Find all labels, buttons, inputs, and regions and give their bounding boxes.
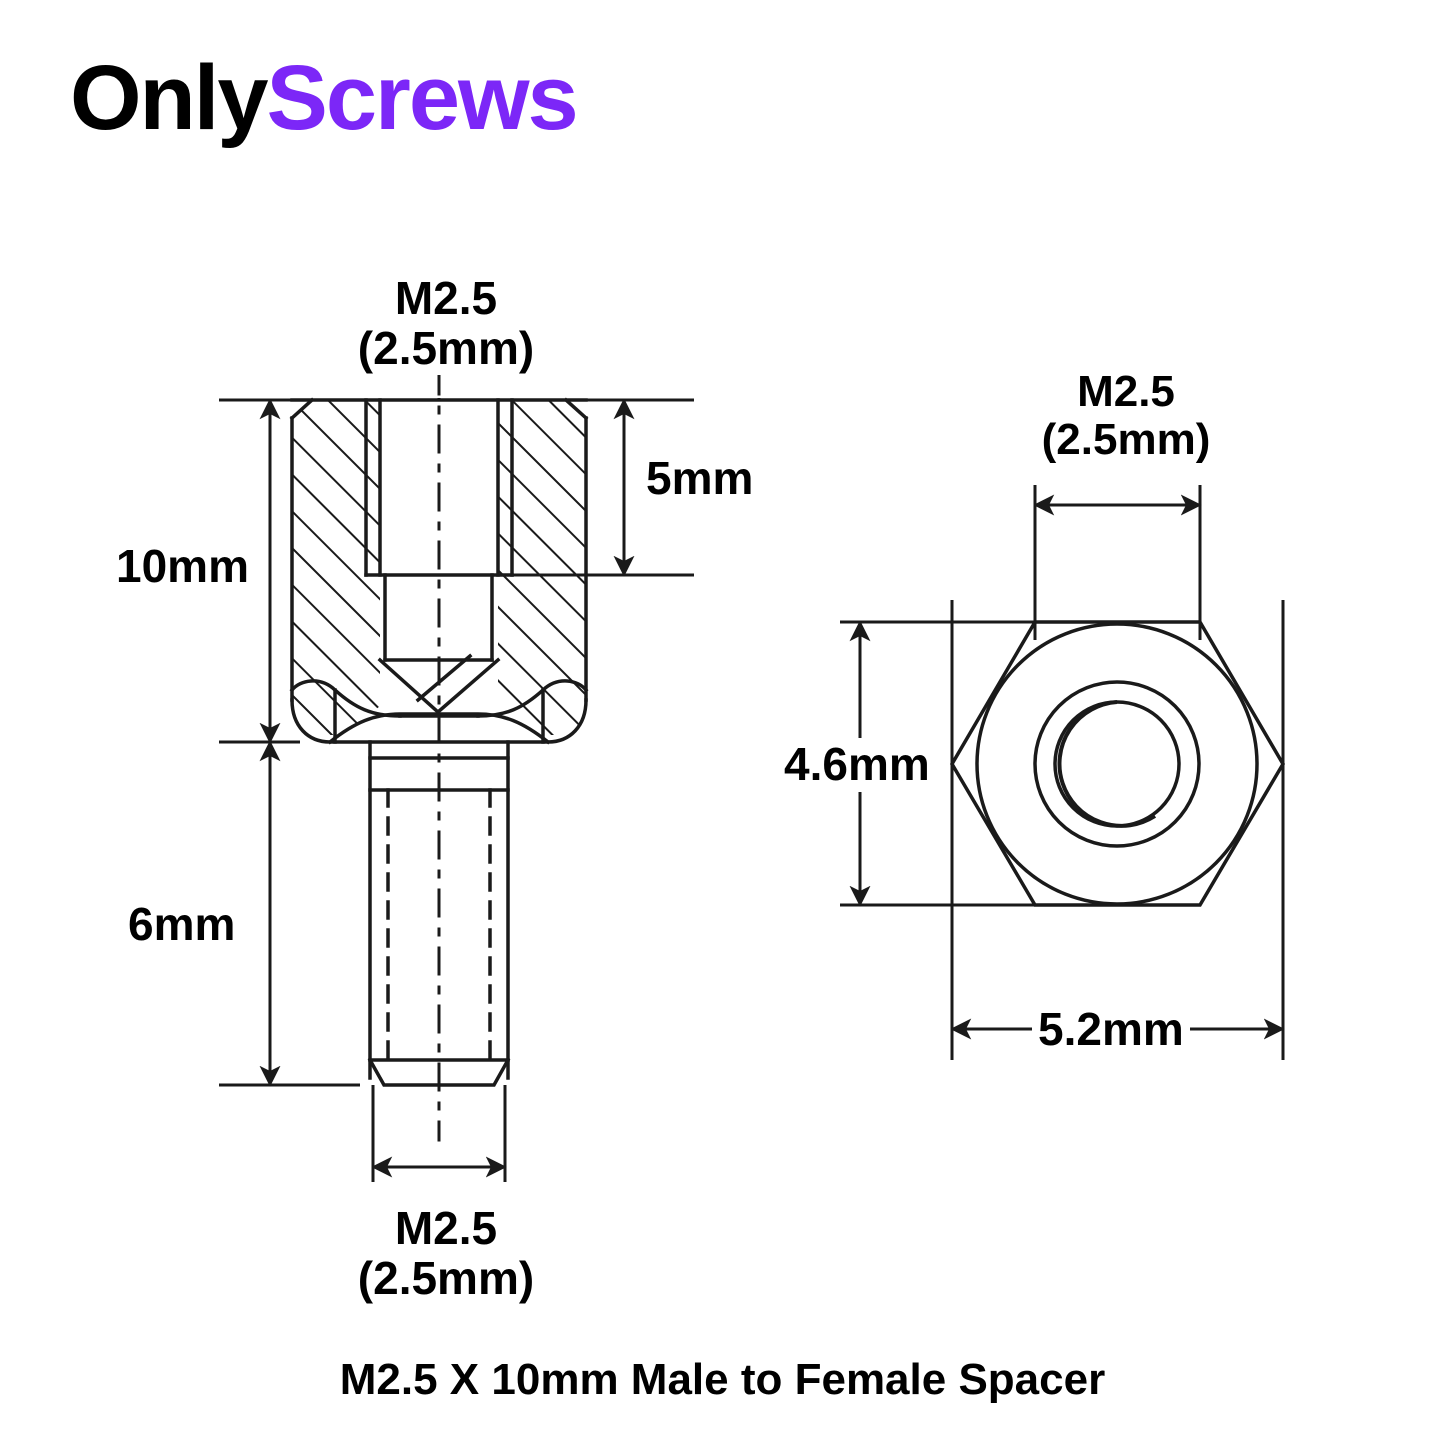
section-hatch-right [498,400,586,735]
label-across-corners: 5.2mm [1032,1003,1190,1057]
brand-logo: OnlyScrews [70,52,579,144]
dimension-female-depth [512,398,694,577]
label-total-length: 10mm [110,540,255,594]
label-thread-end-line1: M2.5 [1077,367,1175,416]
label-female-thread-depth: 5mm [640,452,760,506]
drill-point-v [377,657,501,715]
dimension-across-corners [950,600,1285,1060]
hex-outline [949,620,1286,907]
boss-inner-circle [1033,680,1201,848]
drill-point-hatch-edge [415,653,473,703]
hex-chamfer-top-right [563,397,589,421]
dimension-thread-bottom [371,1085,507,1182]
label-thread-bottom-line1: M2.5 [394,1202,498,1254]
dimension-male-thread-length [219,740,360,1087]
hex-chamfer-top-left [289,397,315,421]
thread-partial-arc [1057,700,1157,828]
product-caption: M2.5 X 10mm Male to Female Spacer [339,1355,1106,1404]
hex-chamfer-curve-4 [327,712,551,745]
dimension-thread-end-view [1033,485,1202,640]
thread-major-circle [1053,700,1181,828]
boss-outer-circle [975,622,1259,906]
label-thread-top-line1: M2.5 [394,272,498,324]
brand-logo-part-only: Only [70,47,268,149]
label-thread-bottom-side-view: M2.5 (2.5mm) [330,1202,562,1306]
side-section-view [289,366,589,1142]
label-across-flats: 4.6mm [778,738,936,792]
hex-end-view [949,620,1286,907]
label-thread-end-line2: (2.5mm) [1041,414,1211,464]
label-thread-bottom-line2: (2.5mm) [357,1251,535,1304]
brand-logo-part-screws: Screws [266,47,578,149]
label-thread-top-line2: (2.5mm) [357,321,535,374]
label-thread-top-side-view: M2.5 (2.5mm) [330,272,562,376]
label-male-thread-length: 6mm [122,898,242,952]
label-thread-end-view: M2.5 (2.5mm) [1010,366,1242,466]
